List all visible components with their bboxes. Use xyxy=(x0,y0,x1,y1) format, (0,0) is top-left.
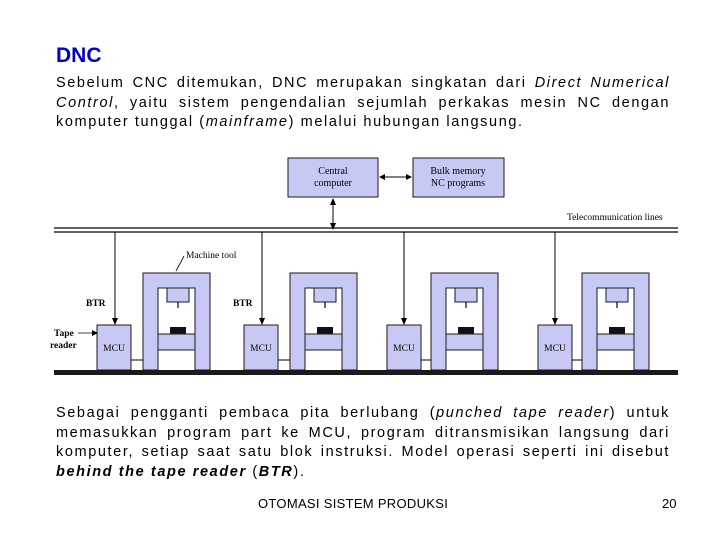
central-computer-label-1: Central xyxy=(318,166,348,177)
machine-unit-4: MCU xyxy=(537,272,650,371)
machine-1-table xyxy=(157,333,196,351)
intro-text-2: , yaitu sistem pengendalian sejumlah per… xyxy=(56,94,670,131)
btr-paragraph: Sebagai pengganti pembaca pita berlubang… xyxy=(56,404,670,482)
machine-tool-label: Machine tool xyxy=(186,251,237,261)
machine-1-frame xyxy=(142,272,211,371)
btr-text-3: ( xyxy=(246,463,259,480)
machine-1-workpiece xyxy=(170,327,186,334)
machine-unit-3: MCU xyxy=(386,272,499,371)
telecom-lines-label: Telecommunication lines xyxy=(567,213,663,223)
machine-4-table xyxy=(596,333,635,351)
mcu-box-3 xyxy=(386,324,422,371)
mcu-label-2: MCU xyxy=(250,344,272,354)
intro-text-1: Sebelum CNC ditemukan, DNC merupakan sin… xyxy=(56,75,535,91)
tape-reader-label-1: Tape xyxy=(54,329,74,339)
floor-line xyxy=(54,370,678,375)
machine-2-frame xyxy=(289,272,358,371)
btr-label-right: BTR xyxy=(233,299,253,309)
intro-paragraph: Sebelum CNC ditemukan, DNC merupakan sin… xyxy=(56,74,670,133)
arrowhead-left xyxy=(379,174,385,180)
machine-unit-1: MCU xyxy=(96,272,211,371)
arrowhead-up xyxy=(330,198,336,205)
machine-2-table xyxy=(304,333,343,351)
btr-text-4: ). xyxy=(293,463,306,480)
btr-text-1: Sebagai pengganti pembaca pita berlubang… xyxy=(56,405,437,421)
btr-label-left: BTR xyxy=(86,299,106,309)
tape-reader-label-2: reader xyxy=(50,341,78,351)
bulk-memory-label-1: Bulk memory xyxy=(430,166,485,177)
machine-3-table xyxy=(445,333,484,351)
central-computer-box xyxy=(287,157,379,198)
drop-4-arrow xyxy=(552,318,558,325)
machine-4-spindle xyxy=(605,287,629,303)
central-computer-label-2: computer xyxy=(314,178,352,189)
machine-3-spindle xyxy=(454,287,478,303)
machine-4-workpiece xyxy=(609,327,625,334)
machine-unit-2: MCU xyxy=(243,272,358,371)
intro-italic-direct-numerical-control: Direct Numerical Control xyxy=(56,75,670,111)
machine-2-workpiece xyxy=(317,327,333,334)
mcu-box-1 xyxy=(96,324,132,371)
mcu-label-3: MCU xyxy=(393,344,415,354)
drop-1-arrow xyxy=(112,318,118,325)
mcu-box-2 xyxy=(243,324,279,371)
machine-4-frame xyxy=(581,272,650,371)
btr-text-2: ) untuk memasukkan program part ke MCU, … xyxy=(56,405,670,460)
arrowhead-down xyxy=(330,223,336,230)
arrowhead-right xyxy=(406,174,412,180)
mcu-label-1: MCU xyxy=(103,344,125,354)
mcu-label-4: MCU xyxy=(544,344,566,354)
intro-italic-mainframe: mainframe xyxy=(205,114,289,130)
page-number: 20 xyxy=(662,496,677,511)
bulk-memory-label-2: NC programs xyxy=(431,178,485,189)
btr-italic-btr: BTR xyxy=(258,463,294,480)
machine-tool-pointer xyxy=(175,255,185,272)
slide-title: DNC xyxy=(56,44,102,67)
machine-3-frame xyxy=(430,272,499,371)
drop-2-arrow xyxy=(259,318,265,325)
footer-title: OTOMASI SISTEM PRODUKSI xyxy=(258,496,449,511)
drop-3-arrow xyxy=(401,318,407,325)
machine-1-spindle xyxy=(166,287,190,303)
btr-italic-punched-tape-reader: punched tape reader xyxy=(436,405,610,421)
intro-text-3: ) melalui hubungan langsung. xyxy=(288,114,524,130)
bulk-memory-box xyxy=(412,157,505,198)
btr-italic-behind-the-tape-reader: behind the tape reader xyxy=(56,463,247,480)
tape-reader-arrowhead xyxy=(92,330,98,336)
mcu-box-4 xyxy=(537,324,573,371)
machine-3-workpiece xyxy=(458,327,474,334)
machine-2-spindle xyxy=(313,287,337,303)
